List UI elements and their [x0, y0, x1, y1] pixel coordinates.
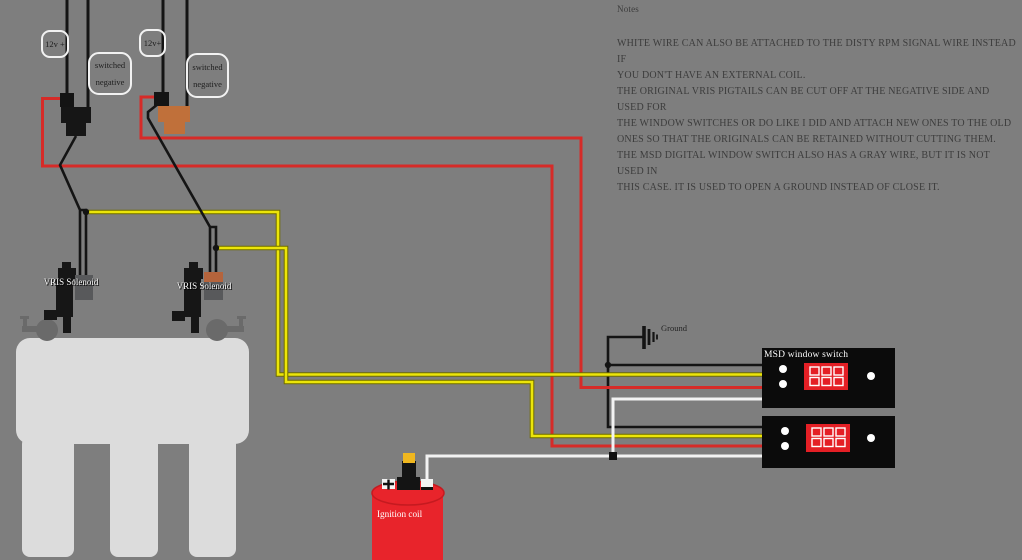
switch-button[interactable] — [779, 365, 787, 373]
ground-symbol-icon — [642, 326, 658, 349]
white-wire-coil-to-switch2 — [425, 454, 762, 483]
red-wire-to-switch1 — [139, 95, 762, 389]
plus-icon — [383, 479, 394, 490]
notes-paragraph-3: THE MSD DIGITAL WINDOW SWITCH ALSO HAS A… — [617, 150, 990, 193]
switch-button[interactable] — [779, 380, 787, 388]
coil-negative-terminal — [421, 479, 433, 488]
white-wires — [425, 397, 762, 483]
red-wire-to-switch2 — [41, 97, 762, 448]
label-switched-negative-2: switched negative — [186, 53, 229, 98]
label-msd-window-switch: MSD window switch — [764, 350, 849, 360]
white-wire-branch-switch1 — [611, 397, 762, 456]
throttle-linkage-right — [206, 316, 246, 341]
msd-window-switch-1 — [762, 348, 895, 408]
yellow-wire-to-switch2 — [216, 246, 762, 438]
ground-to-switch2-wire — [606, 335, 762, 429]
red-wires — [41, 95, 762, 448]
solenoid-connector-orange — [204, 272, 223, 282]
display-digits — [809, 366, 844, 387]
junction-dot — [212, 244, 220, 252]
intake-manifold — [16, 338, 249, 557]
notes-paragraph-2: THE ORIGINAL VRIS PIGTAILS CAN BE CUT OF… — [617, 86, 1012, 145]
lead-solenoid-2b — [210, 225, 218, 278]
label-ground: Ground — [661, 323, 687, 333]
manifold-runner — [189, 436, 236, 557]
label-12v-supply-2: 12v+ — [139, 29, 166, 57]
vris-solenoid-1 — [44, 262, 93, 333]
pigtail-connector-2 — [158, 106, 190, 134]
actuator-disc — [206, 319, 228, 341]
switch-button[interactable] — [781, 442, 789, 450]
switch-button[interactable] — [867, 434, 875, 442]
switch-button[interactable] — [867, 372, 875, 380]
manifold-runner — [22, 436, 74, 557]
manifold-body — [16, 338, 249, 444]
manifold-runner — [110, 436, 158, 557]
solenoid-connector-block — [204, 282, 223, 300]
yellow-wire-to-switch1 — [86, 210, 762, 376]
msd-window-switch-2 — [762, 416, 895, 468]
coil-tower — [402, 461, 416, 480]
wire-tap-2 — [154, 92, 169, 106]
ignition-coil-body — [371, 480, 445, 560]
white-wire-junction — [609, 452, 617, 460]
throttle-linkage-left — [20, 316, 58, 341]
switch-button[interactable] — [781, 427, 789, 435]
notes-title: Notes — [617, 4, 639, 14]
actuator-disc — [36, 319, 58, 341]
label-12v-supply-1: 12v + — [41, 30, 69, 58]
label-vris-solenoid-1: VRIS Solenoid — [43, 277, 99, 287]
label-switched-negative-1: switched negative — [88, 52, 132, 95]
notes-paragraph-1: WHITE WIRE CAN ALSO BE ATTACHED TO THE D… — [617, 38, 1016, 81]
coil-tower-tip — [403, 453, 415, 463]
junction-dot — [604, 361, 612, 369]
lead-solenoid-2 — [146, 102, 212, 278]
minus-icon — [421, 487, 433, 490]
lead-solenoid-1 — [58, 135, 82, 278]
vris-solenoid-2 — [172, 262, 223, 333]
label-vris-solenoid-2: VRIS Solenoid — [176, 281, 232, 291]
solenoid-connector-block — [75, 275, 93, 300]
pigtail-connector-1 — [61, 107, 91, 136]
junction-dot — [82, 208, 90, 216]
label-ignition-coil: Ignition coil — [377, 509, 423, 519]
display-digits — [811, 427, 846, 448]
ground-wire — [606, 335, 762, 429]
ignition-coil-details — [382, 453, 433, 490]
yellow-wires — [86, 209, 762, 439]
wire-tap-1 — [60, 93, 74, 107]
